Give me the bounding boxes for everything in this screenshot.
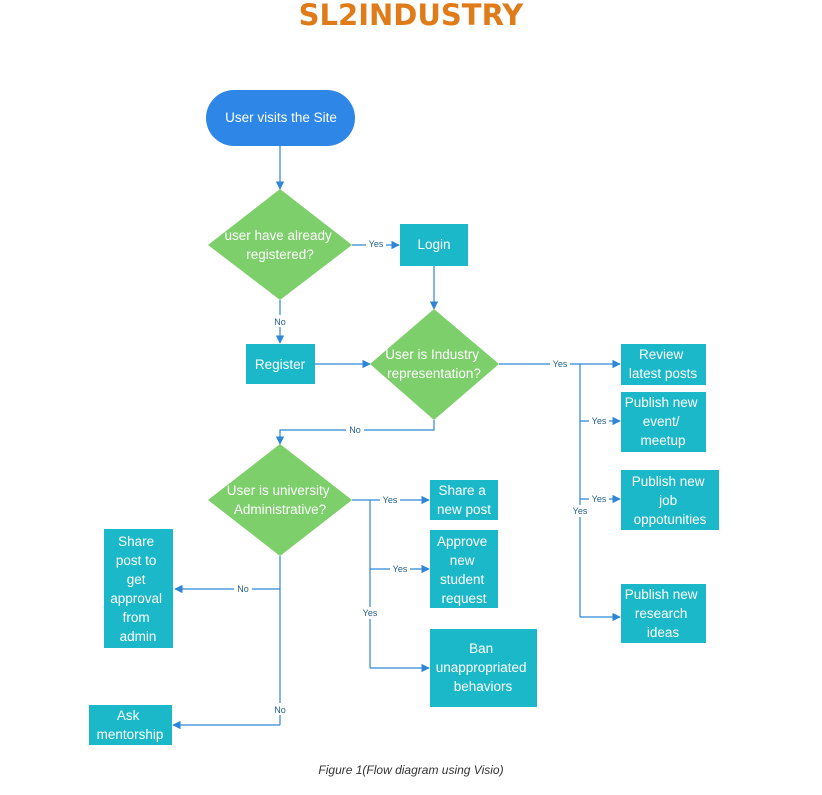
ban-label: Ban unappropriated behaviors bbox=[436, 641, 531, 694]
share-post-box: Share a new post bbox=[430, 480, 498, 520]
diagram-title: SL2INDUSTRY bbox=[298, 0, 524, 32]
decision-admin-label: User is university Administrative? bbox=[227, 483, 334, 517]
decision-industry-label: User is Industry representation? bbox=[385, 347, 483, 381]
edge-label-yes: Yes bbox=[393, 564, 408, 574]
review-label: Review latest posts bbox=[629, 347, 698, 381]
edge-label-yes: Yes bbox=[553, 359, 568, 369]
edge-label-no: No bbox=[274, 705, 286, 715]
research-label: Publish new research ideas bbox=[625, 587, 702, 640]
edge-label-no: No bbox=[274, 317, 286, 327]
edge-label-no: No bbox=[349, 425, 361, 435]
register-box: Register bbox=[246, 344, 315, 384]
job-label: Publish new job oppotunities bbox=[632, 474, 709, 527]
edge-label-yes: Yes bbox=[573, 506, 588, 516]
share-approval-box: Share post to get approval from admin bbox=[104, 529, 173, 648]
job-box: Publish new job oppotunities bbox=[621, 470, 719, 530]
edge-label-yes: Yes bbox=[363, 608, 378, 618]
edge-label-no: No bbox=[237, 584, 249, 594]
decision-registered: user have already registered? bbox=[208, 189, 352, 300]
mentorship-label: Ask mentorship bbox=[97, 708, 164, 742]
edge-labels: Yes No Yes Yes Yes Yes No Yes Yes Yes No… bbox=[234, 238, 609, 715]
event-label: Publish new event/ meetup bbox=[625, 395, 702, 448]
ban-box: Ban unappropriated behaviors bbox=[430, 629, 537, 707]
login-label: Login bbox=[417, 237, 450, 252]
figure-caption: Figure 1(Flow diagram using Visio) bbox=[318, 763, 504, 777]
share-approval-label: Share post to get approval from admin bbox=[110, 534, 166, 644]
start-node: User visits the Site bbox=[206, 90, 355, 146]
review-box: Review latest posts bbox=[621, 344, 706, 385]
decision-admin: User is university Administrative? bbox=[208, 444, 352, 556]
approve-label: Approve new student request bbox=[437, 534, 491, 606]
event-box: Publish new event/ meetup bbox=[621, 392, 706, 452]
edge-label-yes: Yes bbox=[383, 495, 398, 505]
decision-registered-label: user have already registered? bbox=[224, 228, 335, 262]
edge-label-yes: Yes bbox=[592, 494, 607, 504]
edge-label-yes: Yes bbox=[592, 416, 607, 426]
approve-box: Approve new student request bbox=[430, 530, 498, 608]
login-box: Login bbox=[400, 224, 468, 266]
start-node-label: User visits the Site bbox=[225, 110, 337, 125]
edge-label-yes: Yes bbox=[369, 239, 384, 249]
mentorship-box: Ask mentorship bbox=[89, 705, 172, 745]
share-post-label: Share a new post bbox=[437, 483, 491, 517]
decision-industry: User is Industry representation? bbox=[370, 309, 499, 420]
register-label: Register bbox=[255, 357, 306, 372]
research-box: Publish new research ideas bbox=[621, 584, 706, 643]
